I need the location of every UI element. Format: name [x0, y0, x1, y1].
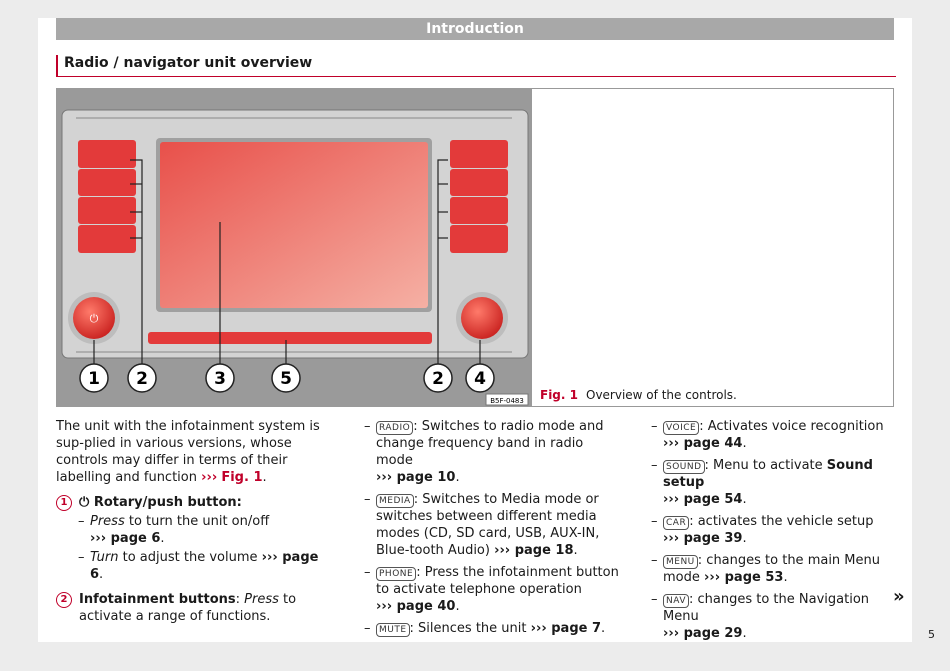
callout-2-right: 2 — [432, 369, 444, 389]
page-ref-link[interactable]: page 7 — [551, 621, 602, 636]
item-text: : Menu to activate — [704, 458, 823, 473]
page-ref-link[interactable]: page 53 — [724, 570, 784, 585]
list-item-voice: –VOICE: Activates voice recognition››› p… — [651, 419, 884, 451]
intro-paragraph: The unit with the infotainment system is… — [56, 419, 320, 485]
nav-key: NAV — [663, 594, 689, 608]
list-item-rotary: 1 ⏻ Rotary/push button: — [56, 494, 336, 511]
item-text: : changes to the main Menu mode — [663, 553, 880, 585]
page-ref-link[interactable]: page 29 — [683, 626, 743, 641]
list-item-menu: –MENU: changes to the main Menu mode ›››… — [651, 553, 880, 585]
page-ref-link[interactable]: page 6 — [110, 531, 161, 546]
page-ref-link[interactable]: page 6 — [90, 550, 319, 582]
callout-5: 5 — [280, 369, 292, 389]
radio-unit-drawing: ⏻ 1 2 3 5 2 4 — [56, 88, 532, 407]
callout-2-left: 2 — [136, 369, 148, 389]
item-verb: Press — [244, 592, 279, 607]
display-screen — [160, 142, 428, 308]
right-button-group — [450, 140, 508, 253]
phone-key: PHONE — [376, 567, 417, 581]
tuning-knob — [461, 297, 503, 339]
svg-text:⏻: ⏻ — [90, 312, 99, 325]
list-item-phone: –PHONE: Press the infotainment button to… — [364, 565, 619, 614]
sub-text: to adjust the volume — [122, 550, 258, 565]
callout-1: 1 — [88, 369, 100, 389]
page-ref-link[interactable]: page 44 — [683, 436, 743, 451]
media-key: MEDIA — [376, 494, 414, 508]
section-title-box: Radio / navigator unit overview — [56, 55, 896, 77]
page-ref-link[interactable]: page 10 — [396, 470, 456, 485]
cd-slot — [148, 332, 432, 344]
column-1: The unit with the infotainment system is… — [56, 418, 336, 625]
fig-ref-arrow: ››› — [201, 470, 218, 485]
item-text: : Activates voice recognition — [699, 419, 884, 434]
power-icon: ⏻ — [79, 495, 90, 510]
list-item-car: –CAR: activates the vehicle setup››› pag… — [651, 514, 874, 546]
mute-key: MUTE — [376, 623, 410, 637]
section-title: Radio / navigator unit overview — [64, 55, 313, 71]
list-item-radio: –RADIO: Switches to radio mode and chang… — [364, 419, 604, 485]
intro-text: The unit with the infotainment system is… — [56, 419, 320, 485]
item-bold-text: Sound setup — [663, 458, 873, 490]
page-ref-link[interactable]: page 18 — [514, 543, 574, 558]
sub-item-turn: – Turn to adjust the volume ››› page 6. — [78, 550, 319, 582]
item-text: : Switches to radio mode and change freq… — [376, 419, 604, 468]
voice-key: VOICE — [663, 421, 700, 435]
item-number: 1 — [56, 495, 72, 511]
sub-item-press: – Press to turn the unit on/off ››› page… — [78, 514, 270, 546]
list-item-media: –MEDIA: Switches to Media mode or switch… — [364, 492, 600, 558]
item-text: : Press the infotainment button to activ… — [376, 565, 619, 597]
column-2: –RADIO: Switches to radio mode and chang… — [364, 418, 624, 642]
menu-key: MENU — [663, 555, 698, 569]
item-text: : Silences the unit — [409, 621, 527, 636]
chapter-header: Introduction — [56, 18, 894, 40]
page-number: 5 — [928, 628, 935, 641]
item-text: : activates the vehicle setup — [689, 514, 874, 529]
figure-label: Fig. 1 — [540, 388, 578, 402]
fig-ref-link[interactable]: Fig. 1 — [221, 470, 263, 485]
figure-illustration: ⏻ 1 2 3 5 2 4 — [56, 88, 532, 407]
sub-verb: Press — [90, 514, 125, 529]
left-button-group — [78, 140, 136, 253]
item-text: : Switches to Media mode or switches bet… — [376, 492, 600, 558]
figure-callouts: 1 2 3 5 2 4 — [79, 363, 495, 393]
radio-key: RADIO — [376, 421, 414, 435]
page-ref-link[interactable]: page 40 — [396, 599, 456, 614]
sub-text: to turn the unit on/off — [128, 514, 270, 529]
sub-verb: Turn — [90, 550, 119, 565]
page-ref-link[interactable]: page 39 — [683, 531, 743, 546]
column-3: –VOICE: Activates voice recognition››› p… — [651, 418, 891, 647]
car-key: CAR — [663, 516, 690, 530]
item-title: Rotary/push button: — [93, 495, 242, 510]
item-number: 2 — [56, 592, 72, 608]
page-ref-link[interactable]: page 54 — [683, 492, 743, 507]
item-text: to activate a range of functions. — [79, 592, 297, 624]
list-item-infotainment: 2 Infotainment buttons: Press to activat… — [56, 591, 336, 625]
item-text: : changes to the Navigation Menu — [663, 592, 870, 624]
callout-4: 4 — [474, 369, 486, 389]
figure-caption-text: Overview of the controls. — [586, 388, 737, 402]
sound-key: SOUND — [663, 460, 705, 474]
figure-code: B5F-0483 — [490, 397, 524, 405]
callout-3: 3 — [214, 369, 226, 389]
continue-arrow-icon: » — [893, 586, 905, 607]
item-title: Infotainment buttons — [79, 592, 236, 607]
list-item-sound: –SOUND: Menu to activate Sound setup››› … — [651, 458, 873, 507]
figure-caption: Fig. 1 Overview of the controls. — [540, 388, 737, 402]
power-knob — [73, 297, 115, 339]
list-item-nav: –NAV: changes to the Navigation Menu››› … — [651, 592, 870, 641]
list-item-mute: –MUTE: Silences the unit ››› page 7. — [364, 621, 606, 637]
